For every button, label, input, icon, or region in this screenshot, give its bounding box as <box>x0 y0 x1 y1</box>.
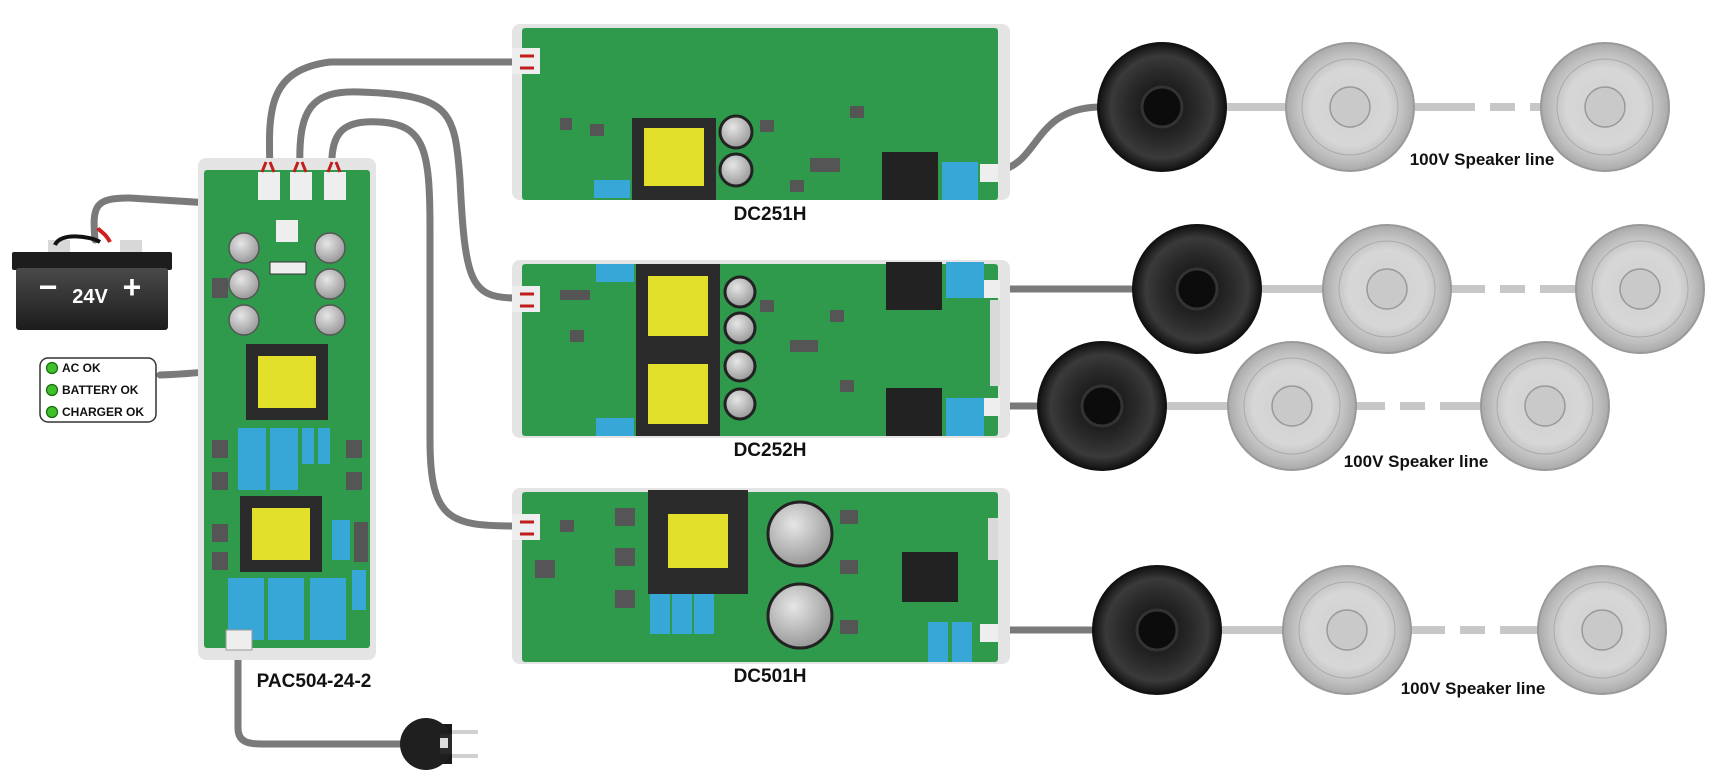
speaker-line-label-1: 100V Speaker line <box>1410 150 1555 169</box>
dc252h-board <box>512 260 1010 438</box>
status-panel-frame <box>39 357 157 423</box>
psu-capacitors <box>228 232 346 336</box>
speaker-light-4b <box>1537 565 1667 695</box>
battery-terminal-pos <box>120 240 142 252</box>
psu-mains-connector <box>225 629 253 651</box>
dc501h-chip <box>902 552 958 602</box>
psu-output-connectors <box>258 161 346 200</box>
psu-label: PAC504-24-2 <box>257 671 372 692</box>
psu-board <box>198 158 376 660</box>
battery-lid <box>12 252 172 270</box>
battery-terminal-neg <box>48 240 70 252</box>
dc252h-chip-1 <box>886 262 942 310</box>
speaker-light-1a <box>1285 42 1415 172</box>
cable-battery-to-psu <box>90 194 294 244</box>
cable-psu-to-dc501h <box>328 118 519 530</box>
status-led-battery: BATTERY OK <box>45 383 139 397</box>
status-label-ac: AC OK <box>62 361 101 375</box>
speaker-light-3a <box>1227 341 1357 471</box>
battery-body <box>16 268 168 330</box>
psu-chips <box>212 278 368 570</box>
speaker-dark-2 <box>1132 224 1262 354</box>
speaker-light-4a <box>1282 565 1412 695</box>
dc252h-label: DC252H <box>734 440 807 461</box>
speaker-light-1b <box>1540 42 1670 172</box>
psu-transformer-2 <box>240 496 322 572</box>
psu-status-connector <box>269 261 307 275</box>
battery: − + 24V <box>12 226 172 330</box>
status-led-charger: CHARGER OK <box>45 405 144 419</box>
speaker-dark-1 <box>1097 42 1227 172</box>
speaker-light-2a <box>1322 224 1452 354</box>
dc252h-chip-2 <box>886 388 942 436</box>
speaker-line-label-3: 100V Speaker line <box>1401 679 1546 698</box>
dc251h-transformer <box>632 118 716 200</box>
dc252h-transformer-2 <box>636 352 720 436</box>
speaker-dark-4 <box>1092 565 1222 695</box>
dc252h-transformer-1 <box>636 264 720 352</box>
status-panel: AC OK BATTERY OK CHARGER OK <box>39 357 157 423</box>
dc501h-board <box>512 488 1010 664</box>
speaker-light-2b <box>1575 224 1705 354</box>
psu-battery-connector <box>276 220 298 242</box>
battery-plus-sign: + <box>123 269 142 305</box>
mains-plug <box>400 718 478 770</box>
dc501h-label: DC501H <box>734 666 807 687</box>
speakers <box>1037 42 1705 695</box>
speaker-line-label-2: 100V Speaker line <box>1344 452 1489 471</box>
dc501h-transformer <box>648 490 748 594</box>
status-label-charger: CHARGER OK <box>62 405 144 419</box>
cable-dc251h-to-speaker <box>998 103 1104 174</box>
dc501h-pcb <box>522 492 998 662</box>
speaker-light-3b <box>1480 341 1610 471</box>
status-led-ac: AC OK <box>45 361 101 375</box>
battery-voltage: 24V <box>72 286 108 308</box>
cable-psu-to-dc252h <box>296 88 519 302</box>
battery-minus-sign: − <box>39 269 58 305</box>
cable-psu-to-dc251h <box>265 58 519 174</box>
speaker-dark-3 <box>1037 341 1167 471</box>
status-label-battery: BATTERY OK <box>62 383 139 397</box>
dc251h-chip <box>882 152 938 200</box>
psu-transformer-1 <box>246 344 328 420</box>
dc251h-label: DC251H <box>734 204 807 225</box>
cable-mains-to-psu <box>234 646 404 748</box>
dc251h-board <box>512 24 1010 200</box>
